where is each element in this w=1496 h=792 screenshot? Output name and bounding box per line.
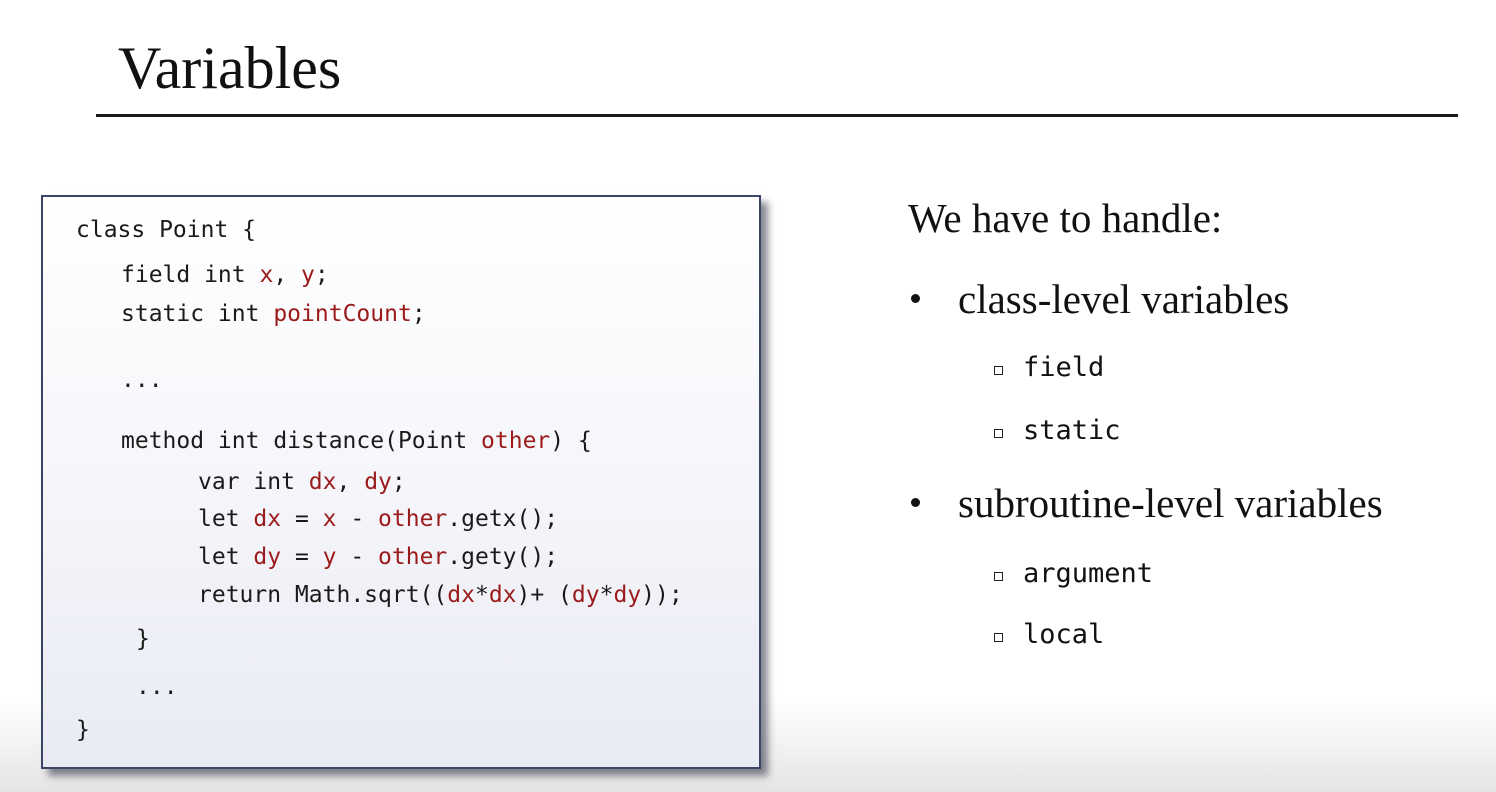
code-token: )+ ( <box>516 582 572 608</box>
variable-token: other <box>378 544 448 570</box>
code-box: class Point { field int x, y; static int… <box>41 195 761 769</box>
code-line-7: let dx = x - other.getx(); <box>198 504 558 534</box>
code-token: ... <box>121 367 163 393</box>
square-bullet-icon <box>994 366 1003 375</box>
code-token: = <box>281 506 323 532</box>
code-line-12: } <box>76 715 90 745</box>
code-token: ; <box>391 469 406 495</box>
bullet-dot-icon <box>911 498 920 507</box>
code-token: method int distance(Point <box>121 428 482 454</box>
code-token: .getx(); <box>447 506 559 532</box>
variable-token: dx <box>447 582 475 608</box>
code-token: field int <box>121 262 260 288</box>
code-token: = <box>281 544 323 570</box>
code-token: class Point { <box>76 217 257 243</box>
variable-token: pointCount <box>273 301 412 327</box>
variable-token: dy <box>364 469 392 495</box>
code-token: let <box>198 544 254 570</box>
code-token: .gety(); <box>447 544 559 570</box>
code-token: return Math.sqrt(( <box>198 582 448 608</box>
code-line-5: method int distance(Point other) { <box>121 426 592 456</box>
code-token: ) { <box>550 428 592 454</box>
bullet-dot-icon <box>911 294 920 303</box>
variable-token: dx <box>308 469 337 495</box>
code-line-11: ... <box>136 672 178 702</box>
handle-heading: We have to handle: <box>908 195 1223 241</box>
code-token: } <box>136 626 150 652</box>
code-token: ... <box>136 674 178 700</box>
sub-item-static: static <box>1023 415 1121 446</box>
bullet-class-level: class-level variables <box>958 276 1290 322</box>
code-token: * <box>599 582 614 608</box>
variable-token: dy <box>571 582 600 608</box>
code-line-1: class Point { <box>76 215 256 245</box>
code-token: )); <box>641 582 683 608</box>
variable-token: other <box>378 506 448 532</box>
code-token: , <box>273 262 302 288</box>
code-token: - <box>336 506 379 532</box>
variable-token: x <box>259 262 274 288</box>
variable-token: dx <box>488 582 517 608</box>
variable-token: y <box>301 262 315 288</box>
code-line-10: } <box>136 624 150 654</box>
code-line-3: static int pointCount; <box>121 299 426 329</box>
sub-item-argument: argument <box>1023 558 1154 589</box>
code-token: , <box>336 469 365 495</box>
code-line-4: ... <box>121 365 163 395</box>
variable-token: x <box>322 506 337 532</box>
variable-token: dy <box>613 582 642 608</box>
slide-title: Variables <box>118 35 342 101</box>
code-line-8: let dy = y - other.gety(); <box>198 542 558 572</box>
square-bullet-icon <box>994 429 1003 438</box>
code-token: } <box>76 717 90 743</box>
code-line-6: var int dx, dy; <box>198 467 406 497</box>
code-token: - <box>336 544 379 570</box>
bullet-subroutine-level: subroutine-level variables <box>958 480 1383 526</box>
variable-token: dx <box>253 506 282 532</box>
code-token: * <box>474 582 489 608</box>
code-line-9: return Math.sqrt((dx*dx)+ (dy*dy)); <box>198 580 683 610</box>
sub-item-local: local <box>1023 619 1105 650</box>
square-bullet-icon <box>994 633 1003 642</box>
variable-token: other <box>481 428 551 454</box>
code-token: ; <box>411 301 426 327</box>
square-bullet-icon <box>994 572 1003 581</box>
code-token: static int <box>121 301 274 327</box>
code-token: var int <box>198 469 309 495</box>
sub-item-field: field <box>1023 352 1105 383</box>
code-token: let <box>198 506 254 532</box>
code-token: ; <box>314 262 329 288</box>
title-divider <box>96 114 1458 117</box>
code-line-2: field int x, y; <box>121 260 329 290</box>
variable-token: dy <box>253 544 282 570</box>
variable-token: y <box>322 544 337 570</box>
